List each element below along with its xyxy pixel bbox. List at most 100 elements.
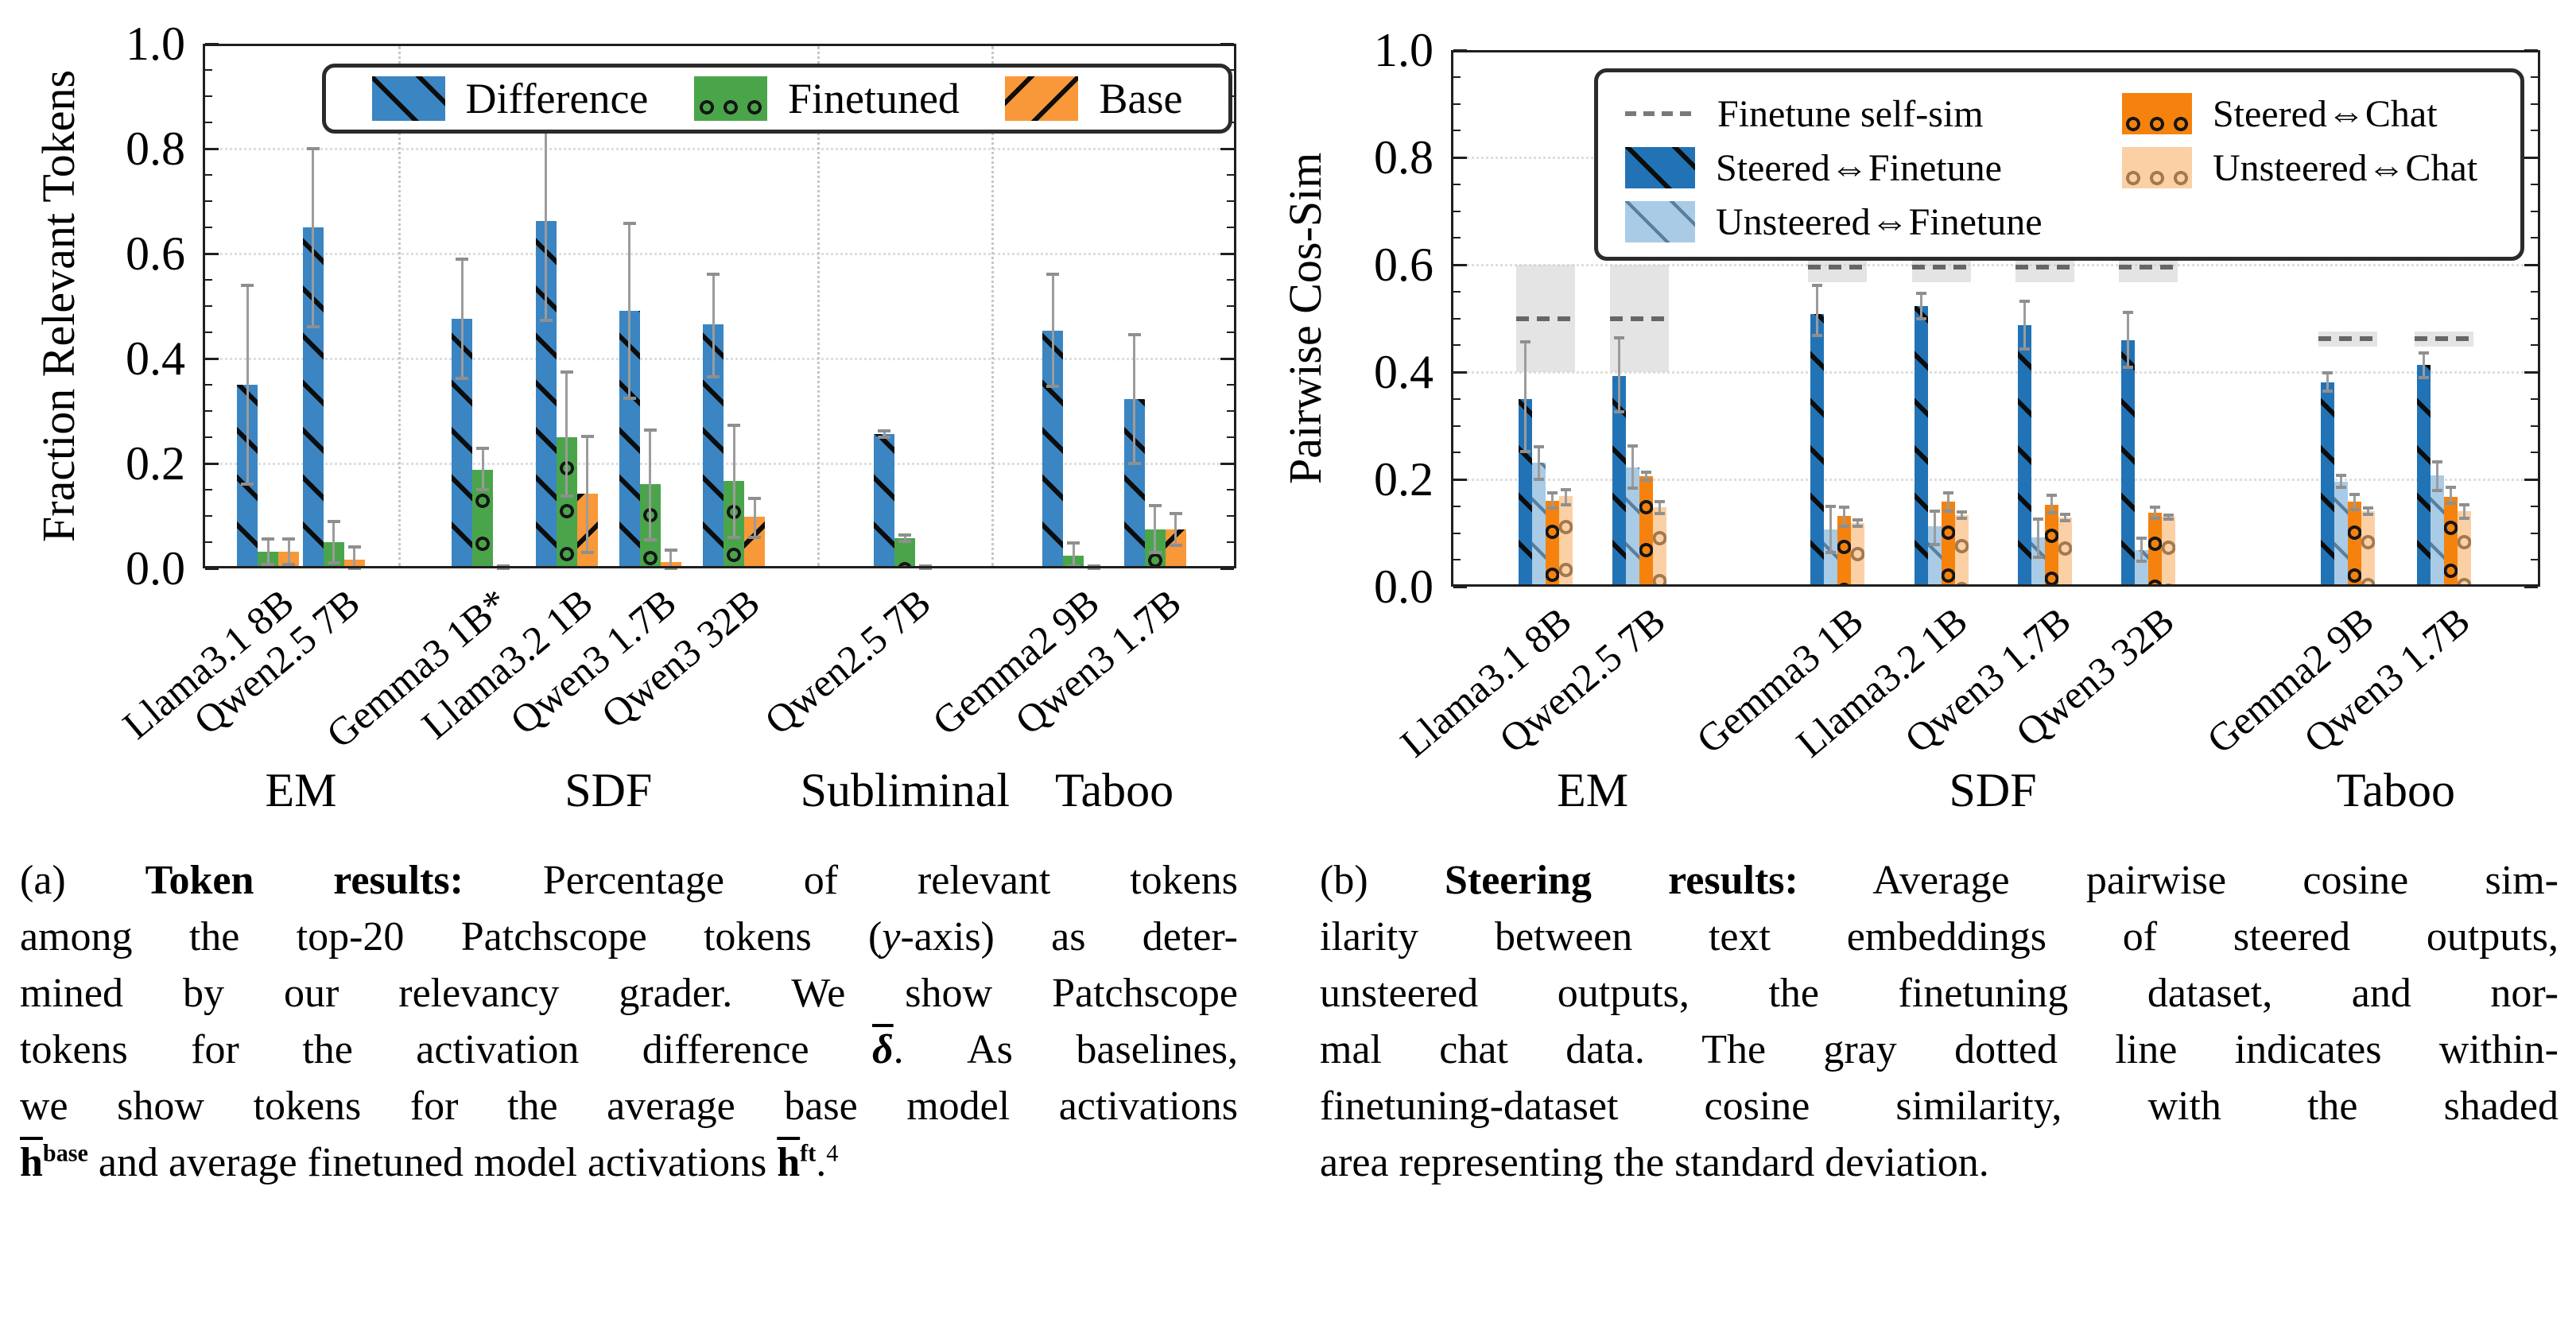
- error-bar: [246, 285, 249, 485]
- error-bar-cap: [1533, 444, 1544, 448]
- caption-text-segment: Token results:: [145, 858, 464, 903]
- legend-entry: Base: [1005, 74, 1182, 123]
- y-minor-tick: [1227, 384, 1234, 386]
- error-bar-cap: [2163, 513, 2174, 517]
- y-minor-tick: [1453, 183, 1461, 185]
- group-label: Subliminal: [800, 764, 1011, 816]
- caption-token-results: (a) Token results: Percentage of relevan…: [20, 852, 1238, 1191]
- caption-line: finetuning-dataset cosine similarity, wi…: [1320, 1078, 2559, 1134]
- error-bar: [1072, 543, 1075, 567]
- y-minor-tick: [1453, 103, 1461, 105]
- bar: [1914, 305, 1928, 587]
- caption-text-segment: mal chat data. The gray dotted line indi…: [1320, 1027, 2559, 1072]
- error-bar-cap: [643, 537, 657, 541]
- error-bar: [1946, 492, 1949, 511]
- y-minor-tick: [2531, 103, 2538, 105]
- error-bar-cap: [2136, 559, 2147, 563]
- error-bar: [266, 539, 270, 564]
- error-bar-cap: [1627, 444, 1639, 448]
- error-bar: [2023, 300, 2026, 349]
- bar: [2120, 340, 2135, 587]
- bar: [2443, 496, 2458, 587]
- y-minor-tick: [2531, 210, 2538, 212]
- error-bar: [1051, 274, 1054, 386]
- error-bar-cap: [2335, 474, 2346, 478]
- y-major-tick: [205, 462, 219, 465]
- y-major-tick: [205, 147, 219, 150]
- caption-text-segment: h: [777, 1140, 801, 1185]
- error-bar-cap: [2032, 555, 2043, 559]
- y-tick-label: 0.8: [1374, 131, 1433, 184]
- caption-line: unsteered outputs, the finetuning datase…: [1320, 965, 2559, 1022]
- gridline: [205, 253, 1234, 255]
- gridline: [1453, 264, 2538, 266]
- caption-text-segment: y: [882, 914, 901, 960]
- error-bar-cap: [327, 561, 340, 565]
- error-bar-cap: [2059, 518, 2070, 522]
- y-minor-tick: [1453, 210, 1461, 212]
- error-bar-cap: [1148, 551, 1162, 555]
- error-bar-cap: [1067, 541, 1080, 545]
- error-bar-cap: [306, 325, 320, 329]
- bar: [1518, 398, 1532, 587]
- legend-patch: [1625, 147, 1695, 188]
- bar: [2347, 502, 2361, 587]
- finetune-selfsim-line: [1515, 316, 1575, 321]
- y-minor-tick: [2531, 532, 2538, 534]
- error-bar-cap: [643, 428, 657, 432]
- caption-text-segment: among the top-20 Patchscope tokens (: [20, 914, 883, 960]
- error-bar-cap: [262, 562, 275, 566]
- error-bar-cap: [2322, 370, 2333, 374]
- legend-label: Finetuned: [787, 75, 960, 122]
- legend-entry: Unsteered⇔Chat: [2121, 146, 2512, 190]
- error-bar: [1843, 507, 1846, 526]
- bar: [1558, 495, 1573, 587]
- bar: [1531, 463, 1546, 587]
- finetune-selfsim-line: [2414, 336, 2473, 342]
- error-bar-cap: [623, 222, 636, 226]
- y-minor-tick: [205, 227, 212, 228]
- error-bar: [312, 149, 315, 328]
- error-bar: [732, 425, 735, 538]
- legend-label: Finetune self-sim: [1717, 92, 1984, 135]
- caption-text-segment: and average finetuned model activations: [87, 1140, 778, 1185]
- error-bar: [332, 521, 336, 564]
- y-minor-tick: [2531, 183, 2538, 185]
- legend-label: Base: [1099, 75, 1183, 122]
- error-bar: [2353, 494, 2356, 510]
- error-bar: [903, 535, 906, 542]
- y-minor-tick: [205, 436, 212, 438]
- group-label: SDF: [564, 764, 653, 816]
- error-bar: [481, 448, 484, 490]
- error-bar-cap: [2431, 459, 2442, 463]
- bar: [1954, 514, 1969, 587]
- y-minor-tick: [2531, 505, 2538, 507]
- bar: [1545, 501, 1559, 587]
- y-major-tick: [1453, 156, 1467, 159]
- caption-text-segment: we show tokens for the average base mode…: [20, 1084, 1238, 1129]
- error-bar: [2126, 312, 2129, 367]
- y-minor-tick: [1227, 489, 1234, 490]
- legend-entry: Steered⇔Finetune: [1625, 146, 2122, 190]
- caption-text-segment: .: [816, 1140, 827, 1185]
- y-tick-label: 0.8: [126, 122, 185, 175]
- y-major-tick: [1453, 478, 1467, 481]
- bar: [1837, 515, 1852, 587]
- caption-line: (a) Token results: Percentage of relevan…: [20, 852, 1238, 909]
- group-separator: [991, 46, 995, 566]
- y-major-tick: [2524, 478, 2538, 481]
- error-bar-cap: [560, 494, 573, 498]
- error-bar: [565, 372, 568, 496]
- error-bar-cap: [2349, 508, 2360, 512]
- error-bar-cap: [347, 567, 361, 570]
- error-bar-cap: [898, 540, 912, 544]
- error-bar-cap: [623, 397, 636, 401]
- y-minor-tick: [205, 305, 212, 307]
- y-minor-tick: [1453, 532, 1461, 534]
- error-bar-cap: [1046, 273, 1060, 277]
- caption-text-segment: base: [42, 1139, 88, 1167]
- error-bar-cap: [2335, 486, 2346, 490]
- finetune-selfsim-line: [2318, 336, 2377, 342]
- y-tick-label: 0.4: [126, 332, 185, 385]
